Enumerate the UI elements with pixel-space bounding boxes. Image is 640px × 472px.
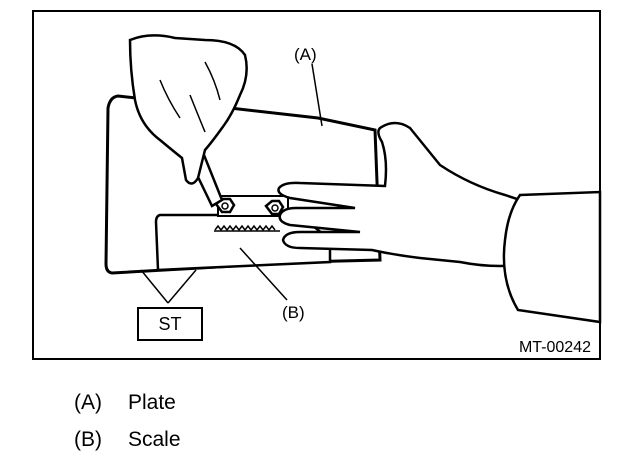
- left-hand-detail: [159, 61, 221, 133]
- legend-item-b: (B) Scale: [74, 428, 181, 452]
- leader-st-left: [140, 269, 169, 304]
- scale: [154, 213, 332, 272]
- figure-code: MT-00242: [519, 339, 591, 356]
- st-box: [137, 307, 203, 341]
- figure-frame: [32, 10, 601, 360]
- leader-a: [311, 63, 323, 127]
- sleeve: [502, 190, 602, 324]
- leader-b: [239, 247, 288, 301]
- leader-st-right: [167, 269, 197, 304]
- legend-item-a: (A) Plate: [74, 391, 176, 415]
- nut: [264, 199, 285, 216]
- legend-label: Plate: [128, 391, 176, 414]
- legend-key: (B): [74, 428, 102, 451]
- callout-a: (A): [294, 45, 317, 64]
- right-hand: [277, 121, 522, 268]
- st-label: ST: [158, 314, 181, 334]
- scale-teeth: [214, 224, 276, 232]
- callout-b: (B): [282, 303, 305, 322]
- legend-key: (A): [74, 391, 102, 414]
- legend-label: Scale: [128, 428, 181, 451]
- left-hand: [128, 34, 248, 185]
